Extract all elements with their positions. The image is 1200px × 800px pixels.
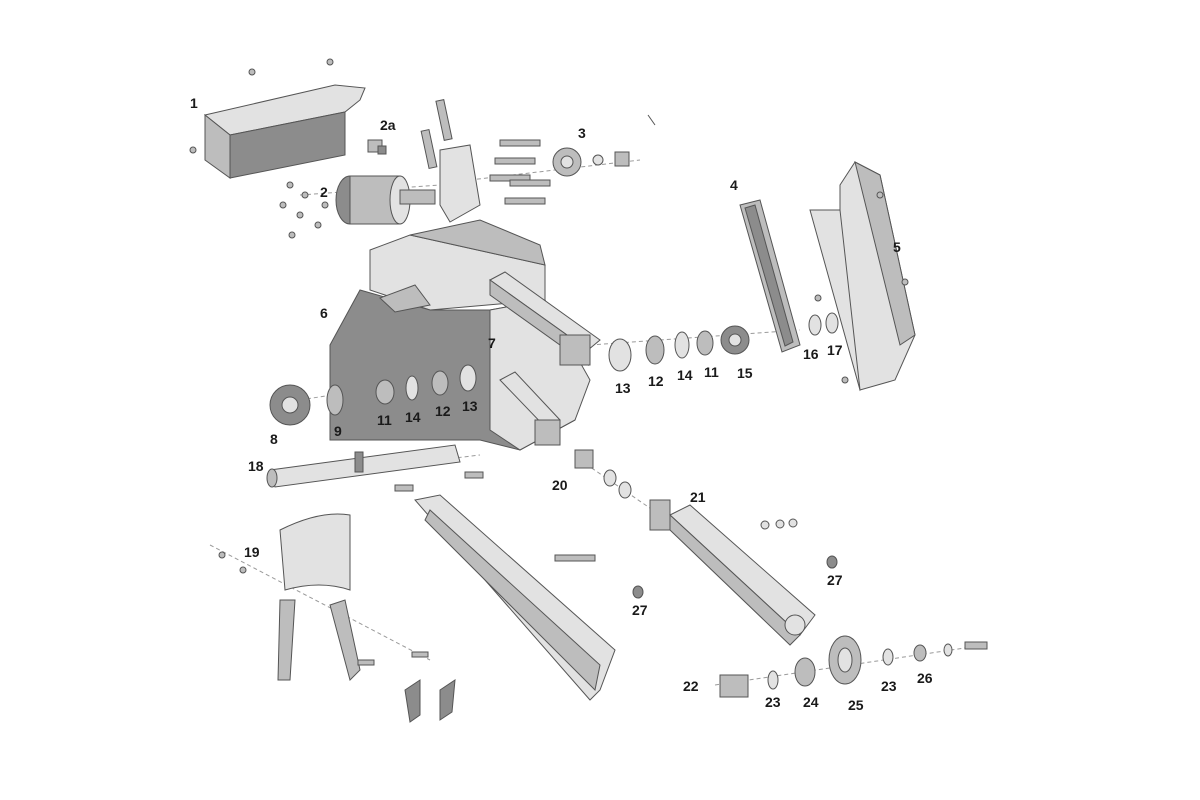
- idler-arm-part-21: [554, 499, 838, 646]
- part-labels: 1 2 2a 3 4 5 6 7 8 9 11 14 12 13 13 12 1…: [190, 95, 933, 713]
- shaft-part-18: [266, 444, 484, 492]
- label-part-18: 18: [248, 458, 264, 474]
- fitting-part-2a: [367, 139, 387, 155]
- label-part-8: 8: [270, 431, 278, 447]
- label-part-22: 22: [683, 678, 699, 694]
- label-part-14-left: 14: [405, 409, 421, 425]
- label-part-3: 3: [578, 125, 586, 141]
- label-part-2: 2: [320, 184, 328, 200]
- label-part-24: 24: [803, 694, 819, 710]
- label-part-19: 19: [244, 544, 260, 560]
- label-part-12-right: 12: [648, 373, 664, 389]
- auger-blade-part-19: [218, 513, 429, 681]
- label-part-27-left: 27: [632, 602, 648, 618]
- label-part-13-right: 13: [615, 380, 631, 396]
- left-bearing-stack: [375, 364, 477, 405]
- label-part-25: 25: [848, 697, 864, 713]
- drive-sprocket-part-3: [552, 114, 656, 177]
- label-part-4: 4: [730, 177, 738, 193]
- label-part-21: 21: [690, 489, 706, 505]
- label-part-15: 15: [737, 365, 753, 381]
- label-part-17: 17: [827, 342, 843, 358]
- motor-bolts: [279, 181, 329, 239]
- side-cover-part-5: [809, 161, 916, 392]
- label-part-5: 5: [893, 239, 901, 255]
- digging-chain: [414, 494, 616, 701]
- label-part-16: 16: [803, 346, 819, 362]
- axle-pin-part-20: [574, 449, 632, 499]
- label-part-9: 9: [334, 423, 342, 439]
- cutting-teeth: [404, 679, 456, 723]
- label-part-12-left: 12: [435, 403, 451, 419]
- idler-wheel-assembly: [719, 635, 988, 698]
- label-part-13-left: 13: [462, 398, 478, 414]
- sprocket-part-8: [269, 384, 311, 426]
- hydraulic-motor-part-2: [279, 175, 436, 239]
- label-part-7: 7: [488, 335, 496, 351]
- label-part-11-right: 11: [704, 364, 719, 380]
- roller-chain-part-4: [739, 199, 801, 353]
- bracket-bolts: [489, 139, 551, 205]
- square-tube-part-7: [489, 271, 601, 446]
- label-part-11-left: 11: [377, 412, 392, 428]
- motor-mounting-bracket: [420, 99, 551, 223]
- label-part-23-right: 23: [881, 678, 897, 694]
- right-bearing-stack: [608, 312, 839, 372]
- label-part-20: 20: [552, 477, 568, 493]
- label-part-1: 1: [190, 95, 198, 111]
- flange-part-9: [326, 384, 344, 416]
- label-part-27-right: 27: [827, 572, 843, 588]
- label-part-26: 26: [917, 670, 933, 686]
- label-part-6: 6: [320, 305, 328, 321]
- cover-plate-part-1: [189, 58, 366, 179]
- label-part-14-right: 14: [677, 367, 693, 383]
- label-part-23-left: 23: [765, 694, 781, 710]
- label-part-2a: 2a: [380, 117, 396, 133]
